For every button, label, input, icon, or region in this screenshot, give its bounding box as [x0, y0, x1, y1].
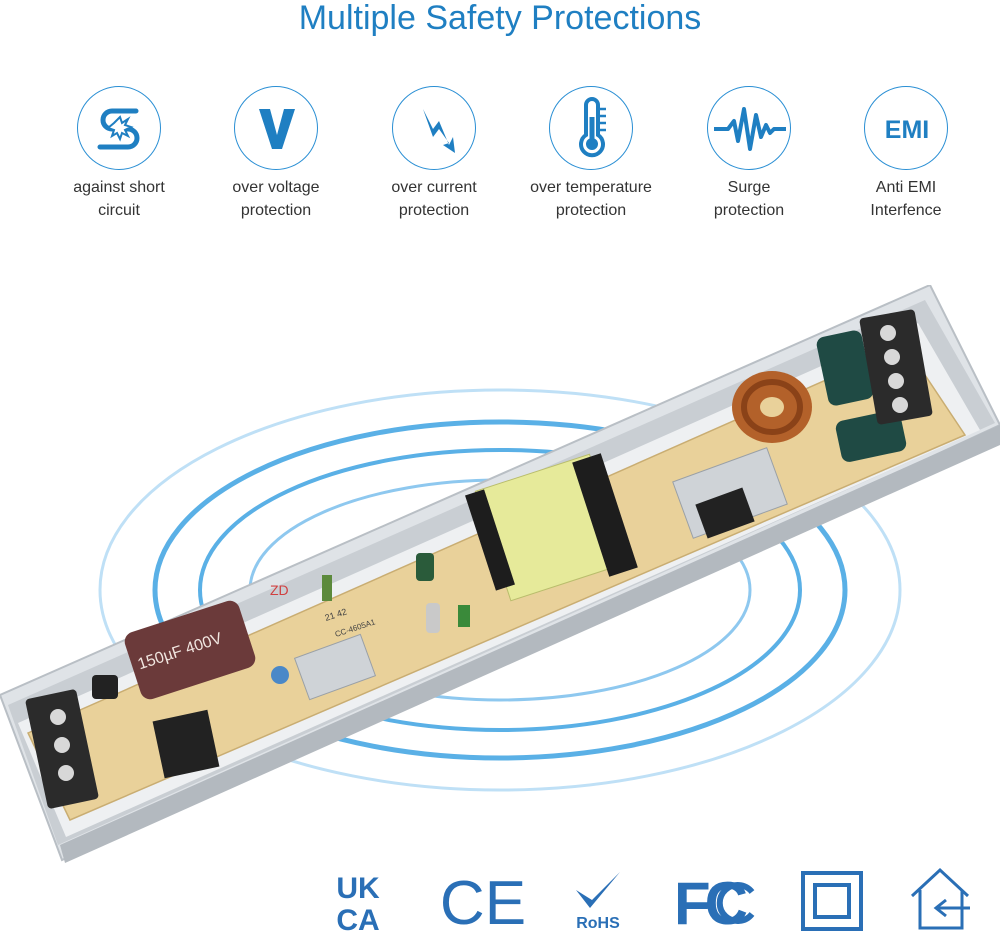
fcc-text: FC	[674, 870, 747, 932]
surge-wave-icon	[707, 86, 791, 170]
pcb-code-1: ZD	[270, 582, 289, 598]
feature-label-line1: over temperature	[530, 179, 652, 196]
ce-text: CE	[440, 870, 526, 932]
rohs-check-icon: RoHS	[568, 868, 628, 937]
feature-over-voltage: over voltage protection	[201, 86, 351, 222]
feature-label-line2: Interfence	[870, 202, 942, 219]
fcc-mark-icon: FC	[672, 870, 762, 937]
main-capacitor: 150µF 400V	[124, 600, 256, 700]
feature-label-line2: protection	[713, 202, 785, 219]
page-title: Multiple Safety Protections	[298, 0, 702, 37]
emi-icon-text: EMI	[885, 116, 929, 144]
feature-label-line2: protection	[398, 202, 470, 219]
feature-label-line1: over voltage	[232, 179, 320, 196]
indoor-use-icon	[906, 864, 976, 937]
feature-label-line2: protection	[555, 202, 627, 219]
lightning-current-icon	[392, 86, 476, 170]
feature-anti-emi: EMI Anti EMI Interfence	[831, 86, 981, 222]
left-terminal-block	[25, 689, 99, 809]
ce-mark-icon: CE	[438, 869, 528, 937]
transformer	[465, 453, 638, 602]
feature-label-line2: circuit	[98, 202, 140, 219]
feature-label-line1: over current	[391, 179, 477, 196]
emi-icon: EMI	[864, 86, 948, 170]
certification-marks: UK CA CE RoHS FC	[0, 862, 1000, 937]
voltage-v-icon	[234, 86, 318, 170]
power-supply-image: 150µF 400V	[0, 283, 1000, 865]
rohs-text: RoHS	[576, 915, 620, 932]
feature-surge: Surge protection	[674, 86, 824, 222]
short-circuit-icon	[77, 86, 161, 170]
feature-label-line1: against short	[73, 179, 165, 196]
ukca-top-text: UK	[336, 872, 380, 905]
thermometer-icon	[549, 86, 633, 170]
feature-label-line1: Surge	[727, 179, 771, 196]
ukca-bottom-text: CA	[336, 904, 379, 932]
right-terminal-block	[859, 309, 933, 425]
feature-over-temperature: over temperature protection	[516, 86, 666, 222]
feature-label-line2: protection	[240, 202, 312, 219]
feature-over-current: over current protection	[359, 86, 509, 222]
toroid-inductor	[732, 371, 812, 443]
double-insulation-icon	[800, 870, 866, 937]
ukca-mark-icon: UK CA	[326, 870, 390, 937]
feature-short-circuit: against short circuit	[44, 86, 194, 222]
feature-label-line1: Anti EMI	[875, 179, 937, 196]
